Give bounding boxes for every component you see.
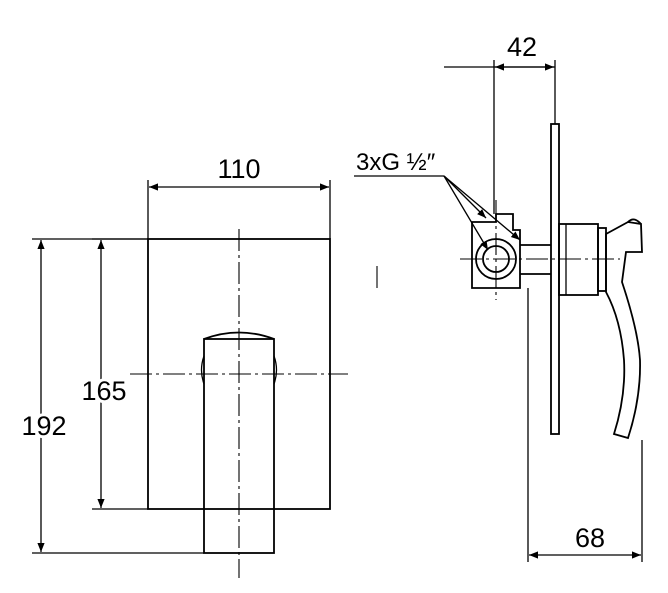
dimension-overall-height-label: 192: [21, 411, 66, 441]
dimension-depth: 42: [444, 32, 556, 214]
dimension-overall-height: 192: [18, 238, 204, 554]
dimension-height-label: 165: [81, 376, 126, 406]
connection-label: 3xG ½″: [356, 149, 436, 176]
dimension-width: 110: [147, 154, 331, 239]
side-lever: [605, 221, 643, 440]
side-lever-tip: [627, 218, 642, 225]
dimension-width-label: 110: [217, 154, 260, 184]
dimension-overall-depth-label: 68: [575, 523, 605, 553]
dimension-depth-label: 42: [507, 32, 537, 62]
front-lever-shade: [200, 355, 278, 385]
connection-callout: 3xG ½″: [354, 149, 521, 251]
dimension-overall-depth: 68: [527, 288, 643, 562]
front-view: [130, 229, 348, 578]
side-cover-plate: [550, 123, 560, 435]
